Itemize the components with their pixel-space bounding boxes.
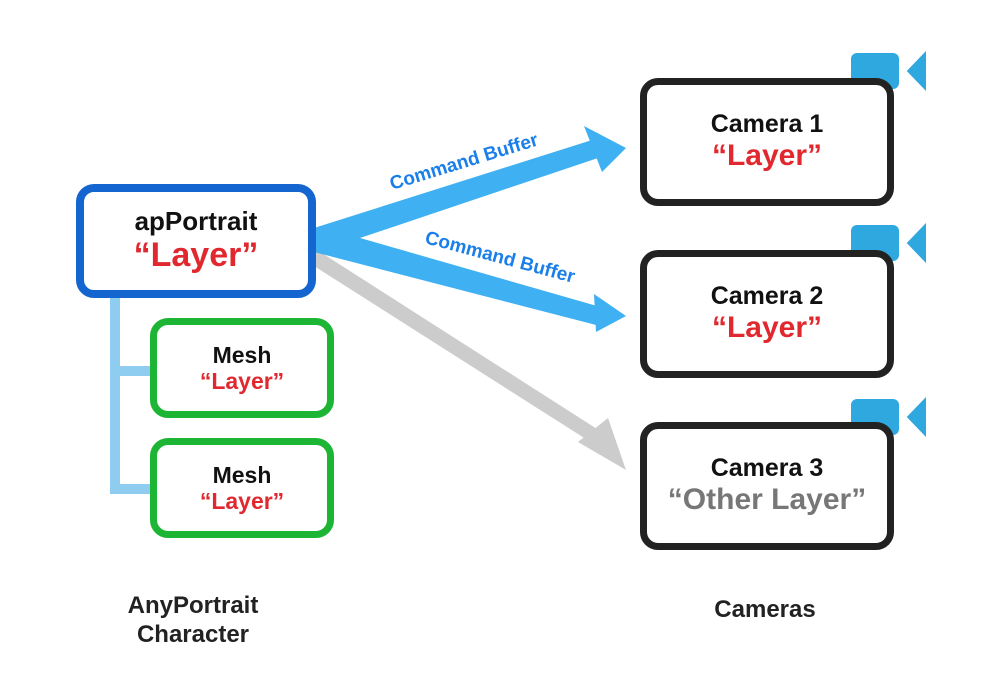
hierarchy-tree-lines — [110, 298, 154, 494]
camera-2-title: Camera 2 — [710, 282, 824, 311]
arrow-camera-1 — [314, 126, 626, 248]
camera-1-layer: “Layer” — [711, 139, 823, 173]
apportrait-layer: “Layer” — [133, 236, 259, 275]
camera-node-3: Camera 3 “Other Layer” — [640, 422, 894, 550]
caption-line-1: AnyPortrait — [127, 592, 259, 619]
caption-line-2: Character — [136, 620, 250, 648]
apportrait-node: apPortrait “Layer” — [76, 184, 316, 298]
cameras-caption: Cameras — [714, 596, 816, 623]
mesh-node: Mesh “Layer” — [150, 318, 334, 418]
camera-3-layer: “Other Layer” — [667, 483, 867, 517]
arrow-camera-2 — [314, 230, 626, 332]
camera-node-2: Camera 2 “Layer” — [640, 250, 894, 378]
tree-branch-mesh-2 — [110, 484, 154, 494]
mesh-title: Mesh — [212, 341, 272, 368]
camera-3-title: Camera 3 — [710, 454, 824, 483]
tree-branch-mesh-1 — [110, 366, 154, 376]
mesh-title: Mesh — [212, 461, 272, 488]
camera-1-title: Camera 1 — [710, 110, 824, 139]
mesh-layer: “Layer” — [199, 368, 285, 394]
mesh-layer: “Layer” — [199, 488, 285, 514]
mesh-node: Mesh “Layer” — [150, 438, 334, 538]
anyportrait-character-caption: AnyPortrait Character — [100, 592, 286, 650]
camera-2-layer: “Layer” — [711, 311, 823, 345]
apportrait-title: apPortrait — [134, 205, 258, 236]
camera-node-1: Camera 1 “Layer” — [640, 78, 894, 206]
tree-trunk-line — [110, 298, 120, 494]
arrow-camera-3 — [314, 248, 626, 470]
